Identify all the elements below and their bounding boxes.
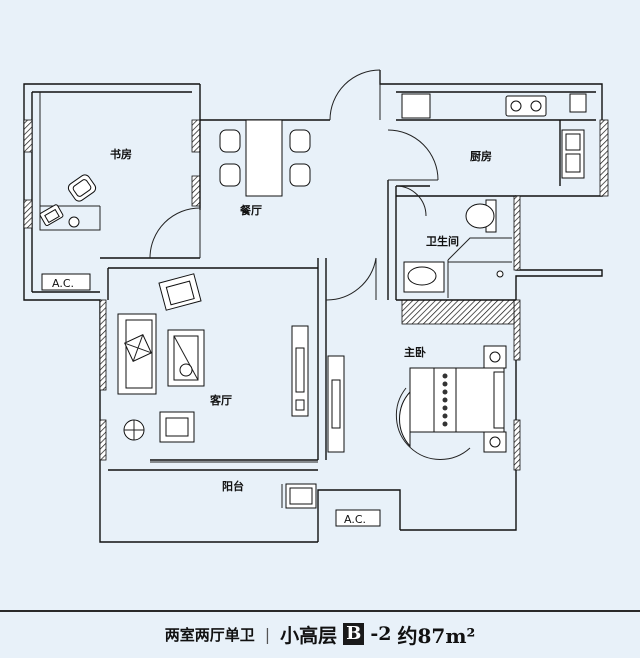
dining-furniture — [219, 119, 311, 197]
bedroom-furniture — [327, 345, 507, 527]
caption-layout: 两室两厅单卫 — [164, 625, 255, 644]
caption-floor-type: 小高层 — [280, 624, 338, 647]
room-label-study: 书房 — [110, 147, 132, 161]
caption-divider — [0, 610, 640, 612]
bed-pattern — [442, 373, 448, 427]
caption-unit-code: B — [343, 623, 365, 645]
balcony-furniture — [281, 483, 317, 509]
ac-label-study: A.C. — [52, 277, 74, 290]
ac-label-bedroom: A.C. — [344, 513, 366, 526]
living-furniture — [117, 273, 309, 443]
floor-plan: 书房 餐厅 厨房 卫生间 主卧 客厅 阳台 A.C. A.C. — [23, 69, 609, 543]
caption-separator: | — [264, 624, 271, 644]
caption-area: 约87m² — [397, 623, 476, 648]
room-label-living: 客厅 — [209, 393, 232, 407]
room-label-master-bedroom: 主卧 — [404, 345, 426, 359]
room-label-kitchen: 厨房 — [470, 149, 492, 163]
room-label-bathroom: 卫生间 — [426, 234, 459, 248]
plan-caption: 两室两厅单卫 | 小高层 B -2 约87m² — [0, 617, 640, 651]
room-label-dining: 餐厅 — [239, 203, 262, 217]
caption-unit-suffix: -2 — [370, 623, 392, 645]
room-label-balcony: 阳台 — [222, 479, 244, 493]
doors — [149, 69, 439, 301]
hatched-walls — [23, 119, 609, 471]
interior-walls — [32, 119, 596, 471]
kitchen-furniture — [401, 93, 587, 179]
study-furniture — [39, 92, 101, 291]
bathroom-furniture — [403, 199, 512, 298]
